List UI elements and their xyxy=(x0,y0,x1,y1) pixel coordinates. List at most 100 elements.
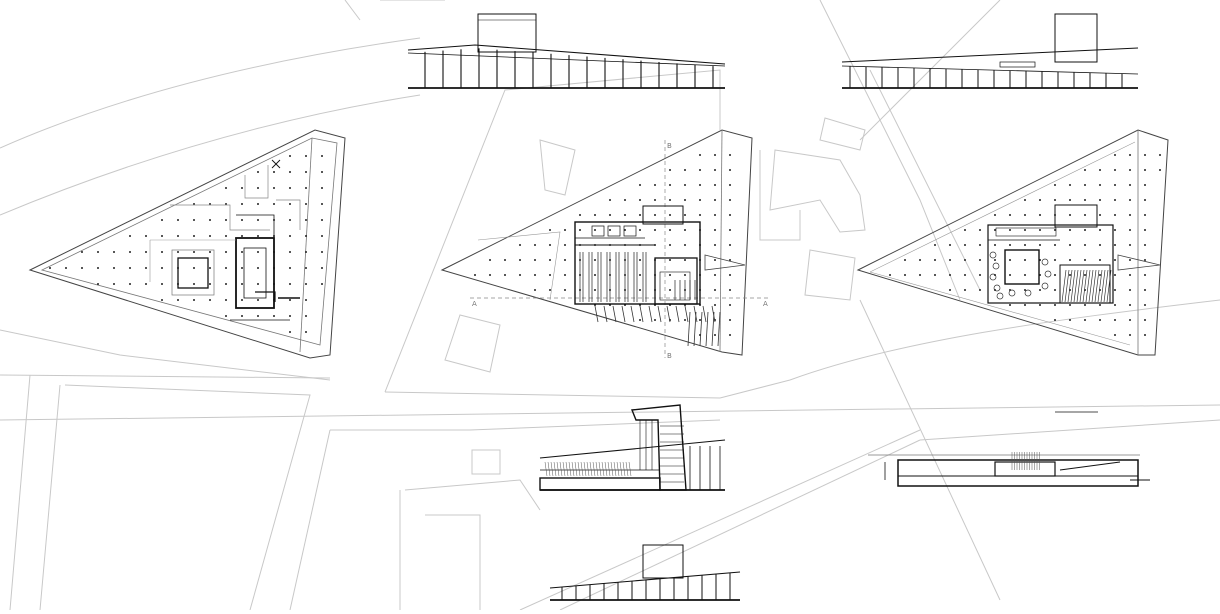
grid-dot xyxy=(97,251,99,253)
grid-dot xyxy=(639,214,641,216)
grid-dot xyxy=(594,274,596,276)
hatch-line xyxy=(1094,269,1100,303)
grid-dot xyxy=(504,259,506,261)
grid-dot xyxy=(1069,304,1071,306)
grid-dot xyxy=(1084,199,1086,201)
plan-right-trees xyxy=(989,251,1052,300)
grid-dot xyxy=(273,203,275,205)
grid-dot xyxy=(177,235,179,237)
grid-dot xyxy=(654,184,656,186)
hatch-line xyxy=(1064,269,1070,303)
hatch-line xyxy=(622,461,626,477)
hatch-line xyxy=(574,461,578,477)
plan-left-core xyxy=(149,165,301,321)
grid-dot xyxy=(1054,304,1056,306)
grid-dot xyxy=(289,187,291,189)
seat-row xyxy=(675,305,680,323)
grid-dot xyxy=(729,289,731,291)
grid-dot xyxy=(1069,214,1071,216)
grid-dot xyxy=(193,251,195,253)
grid-dot xyxy=(669,169,671,171)
tree-icon xyxy=(1041,282,1049,290)
grid-dot xyxy=(534,259,536,261)
grid-dot xyxy=(1069,184,1071,186)
hatch-line xyxy=(580,461,584,477)
grid-dot xyxy=(1009,244,1011,246)
section-center-columns xyxy=(689,446,721,490)
hatch-line xyxy=(1091,269,1097,303)
grid-dot xyxy=(579,214,581,216)
grid-dot xyxy=(305,283,307,285)
grid-dot xyxy=(305,203,307,205)
grid-dot xyxy=(934,259,936,261)
grid-dot xyxy=(1114,259,1116,261)
grid-dot xyxy=(1024,274,1026,276)
grid-dot xyxy=(1099,259,1101,261)
grid-dot xyxy=(1009,259,1011,261)
grid-dot xyxy=(161,267,163,269)
grid-dot xyxy=(289,251,291,253)
tree-icon xyxy=(1008,289,1016,297)
grid-dot xyxy=(145,251,147,253)
grid-dot xyxy=(1129,244,1131,246)
grid-dot xyxy=(949,259,951,261)
grid-dot xyxy=(564,274,566,276)
grid-dot xyxy=(1084,229,1086,231)
grid-dot xyxy=(1114,229,1116,231)
grid-dot xyxy=(177,251,179,253)
grid-dot xyxy=(549,289,551,291)
grid-dot xyxy=(714,229,716,231)
grid-dot xyxy=(1024,244,1026,246)
grid-dot xyxy=(699,154,701,156)
grid-dot xyxy=(193,283,195,285)
grid-dot xyxy=(534,274,536,276)
grid-dot xyxy=(519,259,521,261)
grid-dot xyxy=(654,229,656,231)
grid-dot xyxy=(579,229,581,231)
grid-dot xyxy=(1144,319,1146,321)
hatch-line xyxy=(607,461,611,477)
hatch-line xyxy=(1103,269,1109,303)
plan-left-inner-boundary xyxy=(40,137,338,346)
grid-dot xyxy=(113,251,115,253)
grid-dot xyxy=(699,184,701,186)
grid-dot xyxy=(1054,319,1056,321)
grid-dot xyxy=(225,267,227,269)
grid-dot xyxy=(564,229,566,231)
plan-left xyxy=(28,129,346,359)
grid-dot xyxy=(1129,274,1131,276)
grid-dot xyxy=(225,283,227,285)
plan-right xyxy=(856,129,1169,356)
hatch-line xyxy=(556,461,560,477)
seat-row xyxy=(711,311,715,347)
grid-dot xyxy=(257,251,259,253)
grid-dot xyxy=(669,229,671,231)
grid-dot xyxy=(994,259,996,261)
seat-row xyxy=(639,305,644,323)
tree-icon xyxy=(1041,258,1049,266)
grid-dot xyxy=(1144,229,1146,231)
grid-dot xyxy=(209,203,211,205)
grid-dot xyxy=(1114,274,1116,276)
grid-dot xyxy=(714,199,716,201)
hatch-line xyxy=(1085,269,1091,303)
grid-dot xyxy=(1144,154,1146,156)
grid-dot xyxy=(129,283,131,285)
grid-dot xyxy=(1039,214,1041,216)
grid-dot xyxy=(289,219,291,221)
grid-dot xyxy=(305,251,307,253)
section-center-hatch xyxy=(544,461,632,477)
grid-dot xyxy=(257,171,259,173)
hatch-line xyxy=(553,461,557,477)
grid-dot xyxy=(1069,229,1071,231)
plan-right-hatch xyxy=(1061,269,1112,303)
grid-dot xyxy=(1084,304,1086,306)
hatch-line xyxy=(1070,269,1076,303)
grid-dot xyxy=(639,229,641,231)
grid-dot xyxy=(225,203,227,205)
grid-dot xyxy=(474,274,476,276)
grid-dot xyxy=(273,187,275,189)
plan-center: A A B B xyxy=(440,129,770,360)
